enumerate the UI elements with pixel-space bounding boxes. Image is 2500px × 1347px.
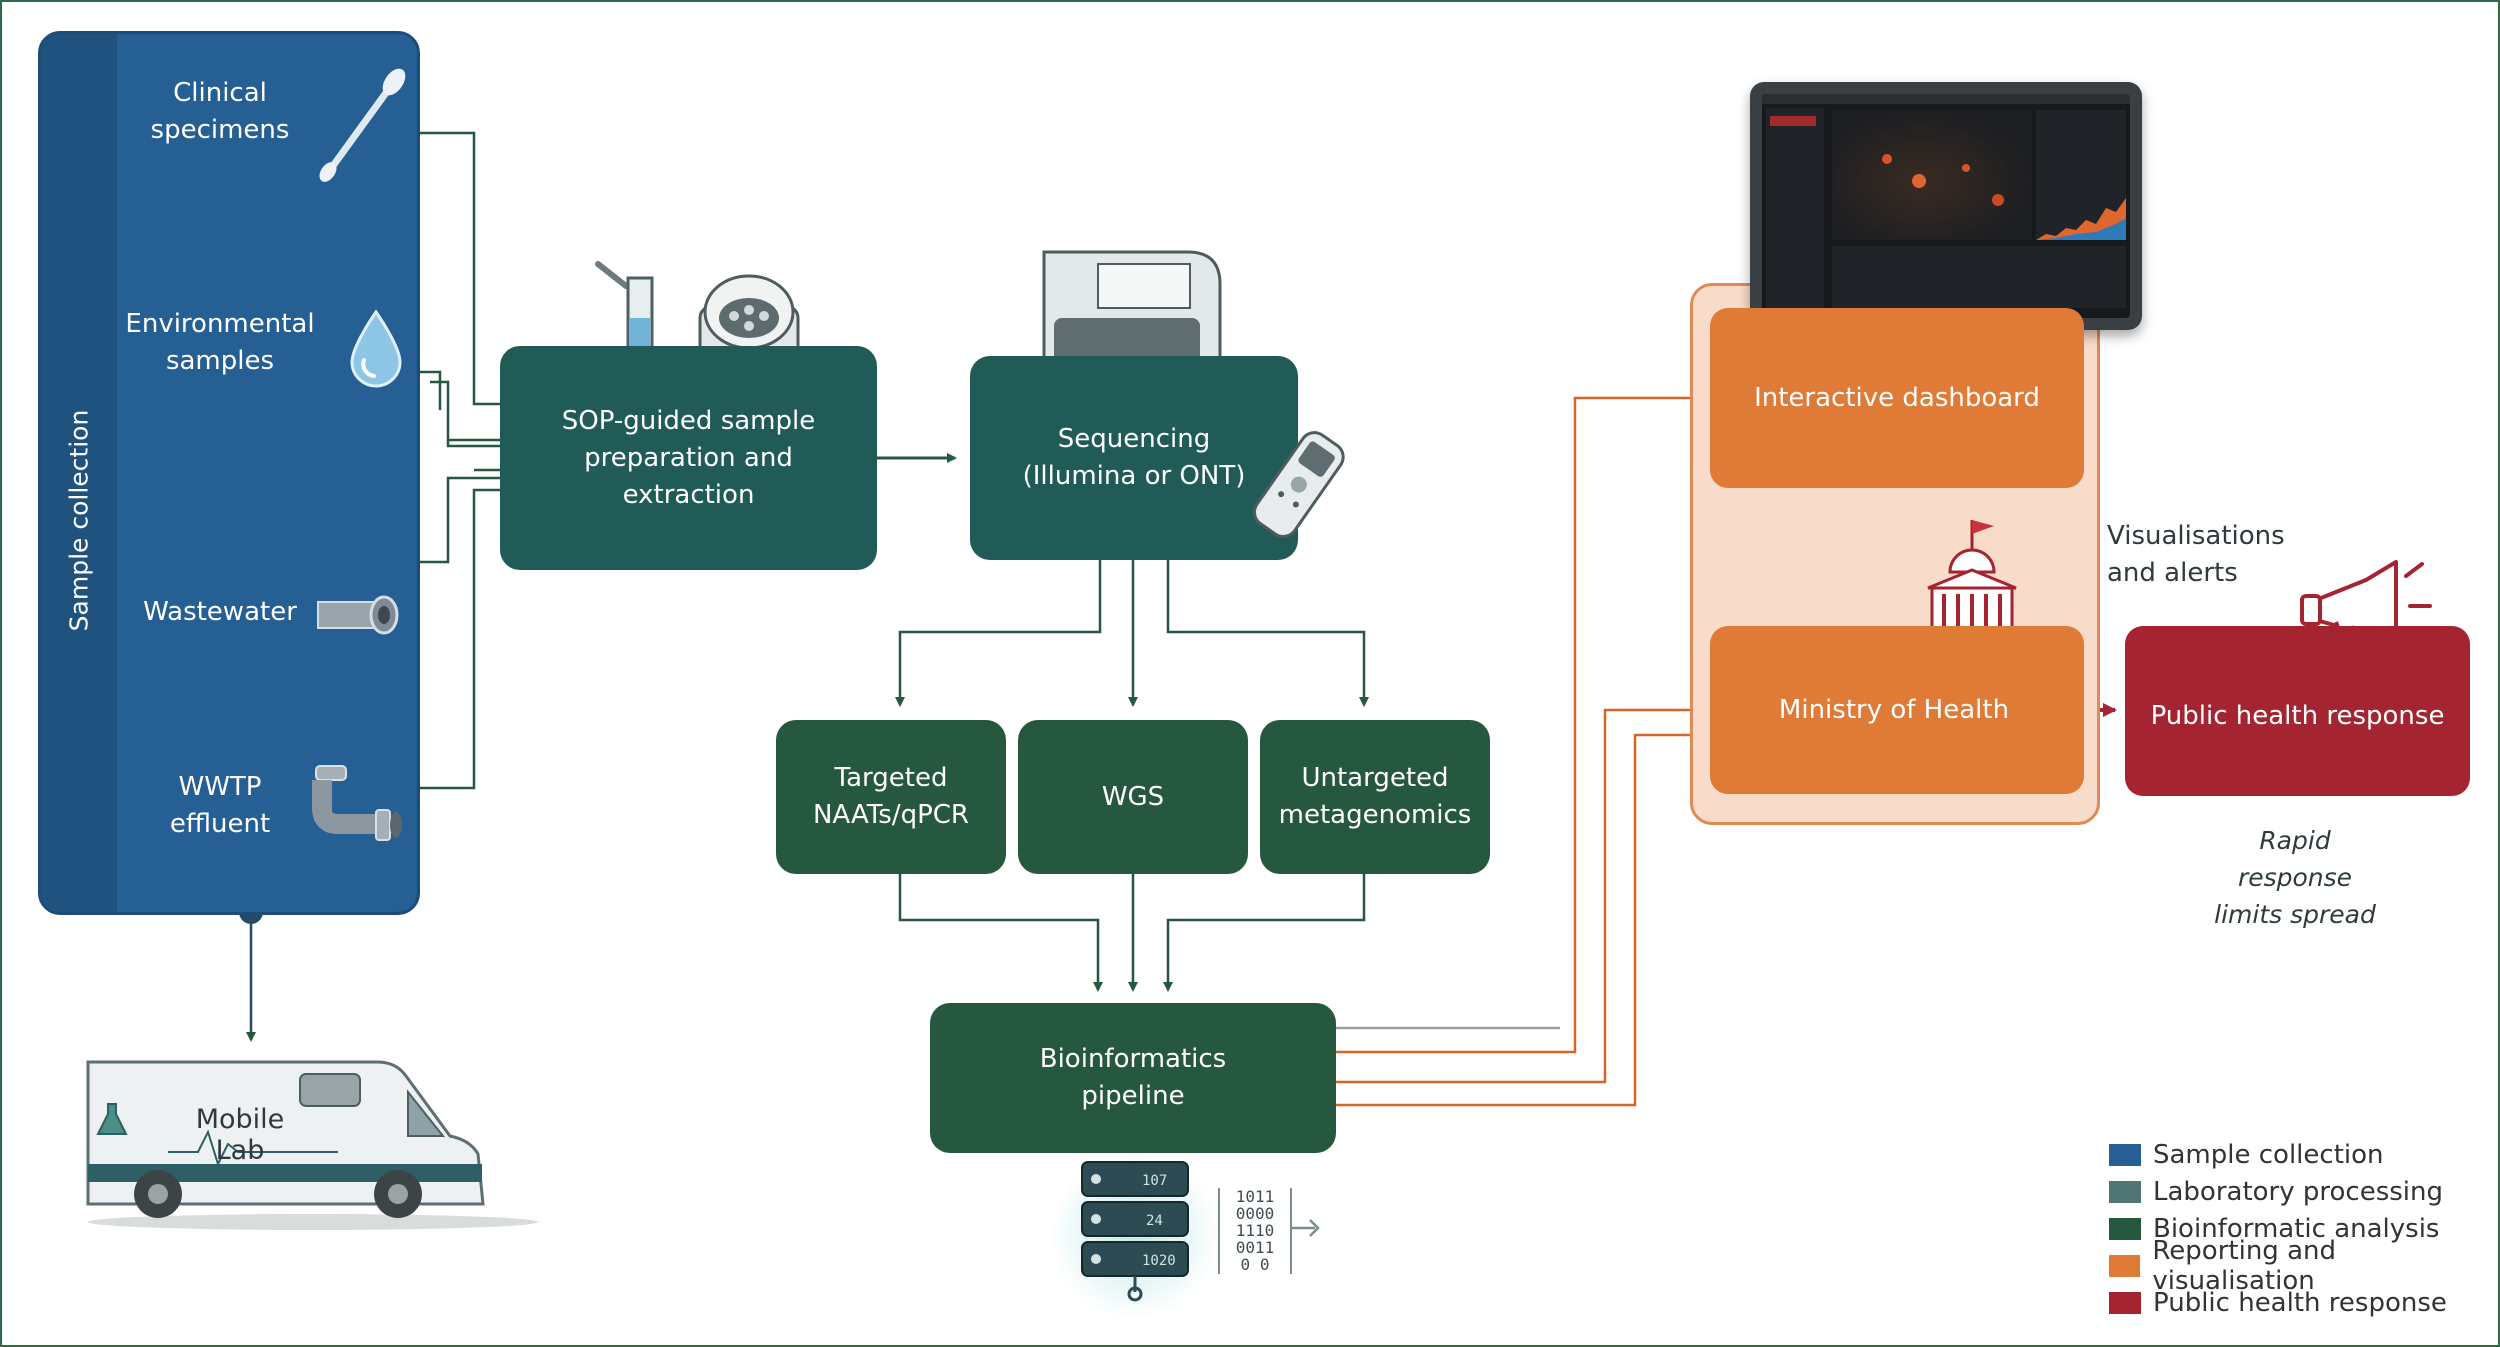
server-label-1: 107 bbox=[1142, 1173, 1167, 1189]
ministry-box: Ministry of Health bbox=[1710, 626, 2084, 794]
public-health-response-label: Public health response bbox=[2150, 700, 2445, 731]
bio-to-reporting-arrows bbox=[1336, 392, 1702, 1107]
binary-line: 0 0 bbox=[1240, 1255, 1270, 1274]
legend-swatch bbox=[2109, 1218, 2141, 1240]
dashboard-alert-badge bbox=[1770, 116, 1816, 126]
method-box-metagenomics: Untargeted metagenomics bbox=[1260, 720, 1490, 874]
method-box-targeted: Targeted NAATs/qPCR bbox=[776, 720, 1006, 874]
binary-line: 0000 bbox=[1235, 1204, 1275, 1223]
alerts-note: Visualisations and alerts bbox=[2107, 521, 2285, 588]
ministry-label: Ministry of Health bbox=[1778, 694, 2010, 725]
legend-label: Reporting and visualisation bbox=[2152, 1236, 2336, 1296]
dashboard-sidebar bbox=[1766, 108, 1824, 308]
rapid-response-note: Rapid response limits spread bbox=[2214, 826, 2376, 929]
method-box-wgs: WGS bbox=[1018, 720, 1248, 874]
seq-to-method-arrows bbox=[895, 560, 1369, 707]
dashboard-display bbox=[1762, 94, 2130, 318]
legend-label: Sample collection bbox=[2153, 1140, 2384, 1170]
legend-swatch bbox=[2109, 1144, 2141, 1166]
legend-swatch bbox=[2109, 1181, 2141, 1203]
sample-collection-title: Sample collection bbox=[64, 409, 94, 632]
legend-swatch bbox=[2109, 1292, 2141, 1314]
map-hotspot bbox=[1912, 174, 1926, 188]
legend-swatch bbox=[2109, 1255, 2141, 1277]
dashboard-box: Interactive dashboard bbox=[1710, 308, 2084, 488]
binary-line: 0011 bbox=[1235, 1238, 1275, 1257]
water-drop-icon bbox=[350, 309, 402, 388]
legend-item-public-health-response: Public health response bbox=[2109, 1286, 2447, 1320]
sequencer-icon bbox=[1042, 250, 1222, 384]
collection-connectors bbox=[420, 131, 500, 790]
method-label-metagenomics: Untargeted metagenomics bbox=[1278, 763, 1472, 830]
environmental-samples-label: Environmental samples bbox=[125, 309, 315, 376]
handheld-sequencer-icon bbox=[1253, 431, 1345, 539]
legend-label: Laboratory processing bbox=[2153, 1177, 2444, 1207]
bioinformatics-label: Bioinformatics pipeline bbox=[1039, 1044, 1227, 1111]
sequencing-box: Sequencing (Illumina or ONT) bbox=[970, 356, 1298, 560]
server-label-2: 24 bbox=[1146, 1213, 1163, 1229]
legend-item-bioinformatic-analysis: Bioinformatic analysis bbox=[2109, 1212, 2439, 1246]
data-out-arrowhead bbox=[1309, 1219, 1320, 1237]
map-hotspot bbox=[1882, 154, 1892, 164]
binary-data-block: 1011 0000 1110 0011 0 0 bbox=[1218, 1188, 1292, 1274]
swab-icon bbox=[319, 68, 406, 182]
binary-line: 1011 bbox=[1235, 1187, 1275, 1206]
server-icon: 107 24 1020 bbox=[1081, 1161, 1189, 1302]
sample-collection-panel: Sample collection bbox=[38, 31, 420, 915]
legend-label: Public health response bbox=[2153, 1288, 2447, 1318]
method-to-bio-arrows bbox=[898, 874, 1366, 992]
dashboard-table bbox=[1832, 246, 2126, 308]
binary-line: 1110 bbox=[1235, 1221, 1275, 1240]
bent-pipe-icon bbox=[312, 765, 402, 841]
legend-item-sample-collection: Sample collection bbox=[2109, 1138, 2384, 1172]
map-hotspot bbox=[1962, 164, 1970, 172]
sample-prep-box: SOP-guided sample preparation and extrac… bbox=[500, 346, 877, 570]
dashboard-screen bbox=[1750, 82, 2142, 330]
sequencing-label: Sequencing (Illumina or ONT) bbox=[1022, 424, 1246, 491]
bioinformatics-box: Bioinformatics pipeline bbox=[930, 1003, 1336, 1153]
legend-item-laboratory-processing: Laboratory processing bbox=[2109, 1175, 2443, 1209]
panel-side-strip bbox=[41, 34, 117, 912]
mobile-lab-van bbox=[86, 1060, 538, 1230]
dashboard-world-map bbox=[1832, 110, 2032, 240]
dashboard-area-chart bbox=[2036, 198, 2126, 240]
server-label-3: 1020 bbox=[1142, 1253, 1176, 1269]
dashboard-label: Interactive dashboard bbox=[1754, 382, 2040, 413]
map-hotspot bbox=[1992, 194, 2004, 206]
public-health-response-box: Public health response bbox=[2125, 626, 2470, 796]
pipe-icon bbox=[317, 595, 399, 635]
clinical-specimens-label: Clinical specimens bbox=[150, 78, 290, 145]
sample-prep-label: SOP-guided sample preparation and extrac… bbox=[561, 405, 816, 510]
legend-item-reporting: Reporting and visualisation bbox=[2109, 1236, 2500, 1296]
mobile-lab-label: Mobile Lab bbox=[195, 1104, 285, 1166]
method-label-wgs: WGS bbox=[1101, 781, 1165, 812]
method-label-targeted: Targeted NAATs/qPCR bbox=[812, 763, 969, 830]
dashboard-topbar bbox=[1762, 94, 2130, 104]
wastewater-label: Wastewater bbox=[143, 597, 297, 627]
wwtp-effluent-label: WWTP effluent bbox=[169, 772, 271, 839]
legend-label: Bioinformatic analysis bbox=[2153, 1214, 2440, 1244]
